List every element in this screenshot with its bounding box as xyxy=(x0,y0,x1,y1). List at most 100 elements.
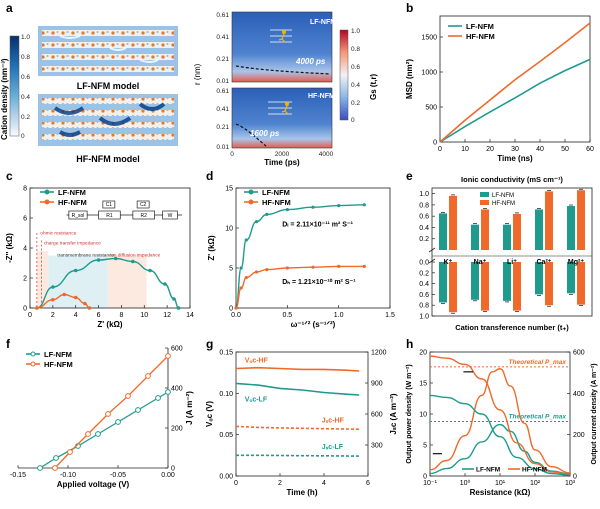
y2-tick-label: 600 xyxy=(573,350,585,357)
data-point xyxy=(115,419,121,425)
legend-marker-hf xyxy=(44,199,50,205)
y-axis-label: Output power density (W m⁻²) xyxy=(406,364,413,463)
svg-text:0.21: 0.21 xyxy=(216,124,229,131)
conductivity-bar xyxy=(513,213,521,250)
x-tick-label: 10³ xyxy=(565,480,576,487)
hf-model-image xyxy=(38,94,178,146)
transference-bar xyxy=(439,262,447,303)
conductivity-bar xyxy=(449,195,457,250)
data-point xyxy=(254,220,259,224)
y-tick-label: 0.8 xyxy=(419,202,429,209)
x-tick-label: 8 xyxy=(119,312,123,319)
runner-icon xyxy=(270,29,292,43)
data-point xyxy=(131,259,135,264)
legend-label-hf: HF-NFM xyxy=(466,32,495,41)
series-line-LF-NFM xyxy=(439,58,591,143)
series-line-Vₒc-HF xyxy=(235,366,360,372)
data-point xyxy=(165,353,171,359)
x-tick-label: -0.10 xyxy=(60,472,76,479)
circuit-label: R1 xyxy=(106,213,113,219)
legend-marker-hf xyxy=(248,199,254,205)
transference-bar xyxy=(481,262,489,311)
svg-text:0.6: 0.6 xyxy=(21,74,30,81)
gs-colorbar-title: Gs (t,r) xyxy=(369,73,378,100)
plot-frame xyxy=(431,187,593,317)
x-tick-label: 6 xyxy=(366,480,370,487)
x-tick-label: 0.00 xyxy=(161,472,175,479)
panel-c-label: c xyxy=(6,169,13,183)
y-tick-label: 10 xyxy=(419,412,427,419)
transference-bar xyxy=(577,262,585,305)
svg-text:0.01: 0.01 xyxy=(216,78,229,85)
y2-tick-label: 400 xyxy=(573,391,585,398)
svg-text:0.01: 0.01 xyxy=(216,144,229,151)
y-tick-label: 0.2 xyxy=(419,270,429,277)
gs-colorbar xyxy=(339,29,349,121)
data-point xyxy=(83,301,87,306)
y-tick-label: 0 xyxy=(433,140,437,147)
runner-icon xyxy=(268,101,292,115)
x-tick-label: 10⁰ xyxy=(460,479,471,487)
data-point xyxy=(105,411,111,417)
svg-text:0: 0 xyxy=(230,151,234,158)
y-tick-label: 4 xyxy=(23,246,27,253)
hf-yticks: 0.61 0.41 0.21 0.01 xyxy=(216,88,229,151)
svg-text:0.8: 0.8 xyxy=(351,46,360,53)
x-axis-label: Applied voltage (V) xyxy=(57,480,130,489)
series-line-HF-NFM xyxy=(439,22,591,143)
annotation-ohmic: ohmic resistance xyxy=(40,231,76,237)
data-point xyxy=(67,449,73,455)
x-tick-label: 1.5 xyxy=(385,312,395,319)
legend-label-lf: LF-NFM xyxy=(466,22,494,31)
circuit-element xyxy=(132,210,155,220)
x-axis-label: Time (ns) xyxy=(497,154,533,163)
conductivity-bar xyxy=(439,213,447,250)
y2-tick-label: 900 xyxy=(371,381,383,388)
data-point xyxy=(176,306,181,310)
hf-front-line xyxy=(235,123,267,147)
series-line-LF-NFM xyxy=(235,204,365,309)
data-point xyxy=(362,203,366,207)
y2-axis-label: Jₛc (A m⁻²) xyxy=(389,393,398,434)
x-tick-label: 4 xyxy=(74,312,78,319)
transference-bar xyxy=(545,262,553,306)
svg-text:0.4: 0.4 xyxy=(351,82,360,89)
legend-label-lf: LF-NFM xyxy=(492,193,514,199)
y-tick-label: 1.0 xyxy=(419,191,429,198)
x-tick-label: 60 xyxy=(586,146,594,153)
panel-a-label: a xyxy=(6,1,13,15)
series-line-Jₛc-LF xyxy=(236,454,360,457)
svg-text:2000: 2000 xyxy=(275,151,290,158)
circuit-label: R_sol xyxy=(72,213,85,219)
x-tick-label: 2 xyxy=(278,480,282,487)
svg-text:0.4: 0.4 xyxy=(21,94,30,101)
panel-b-label: b xyxy=(406,1,413,15)
conductivity-bar xyxy=(535,209,543,250)
y-tick-label: 1500 xyxy=(421,35,437,42)
y-tick-label: 5 xyxy=(229,266,233,273)
y-tick-label: 15 xyxy=(225,186,233,193)
data-point xyxy=(96,258,101,262)
y-axis-label: J (A m⁻²) xyxy=(185,391,194,425)
data-point xyxy=(244,238,248,242)
x-tick-label: 0 xyxy=(234,480,238,487)
legend-marker-lf xyxy=(30,351,36,357)
hf-gs-heatmap xyxy=(231,87,333,149)
y-tick-label: 0.8 xyxy=(419,303,429,310)
series-line-LF-NFM power xyxy=(429,423,571,475)
circuit-label: C2 xyxy=(140,202,147,208)
category-label: Na⁺ xyxy=(474,259,487,266)
lf-front-line xyxy=(235,65,331,75)
y-axis-label: MSD (nm²) xyxy=(405,59,414,99)
lf-model-label: LF-NFM model xyxy=(77,81,140,91)
y-tick-label: 0.6 xyxy=(419,292,429,299)
panel-g-label: g xyxy=(206,337,213,351)
x-tick-label: 0.0 xyxy=(231,312,241,319)
legend-label-lf: LF-NFM xyxy=(58,188,86,197)
series-line-LF-NFM xyxy=(36,257,179,309)
